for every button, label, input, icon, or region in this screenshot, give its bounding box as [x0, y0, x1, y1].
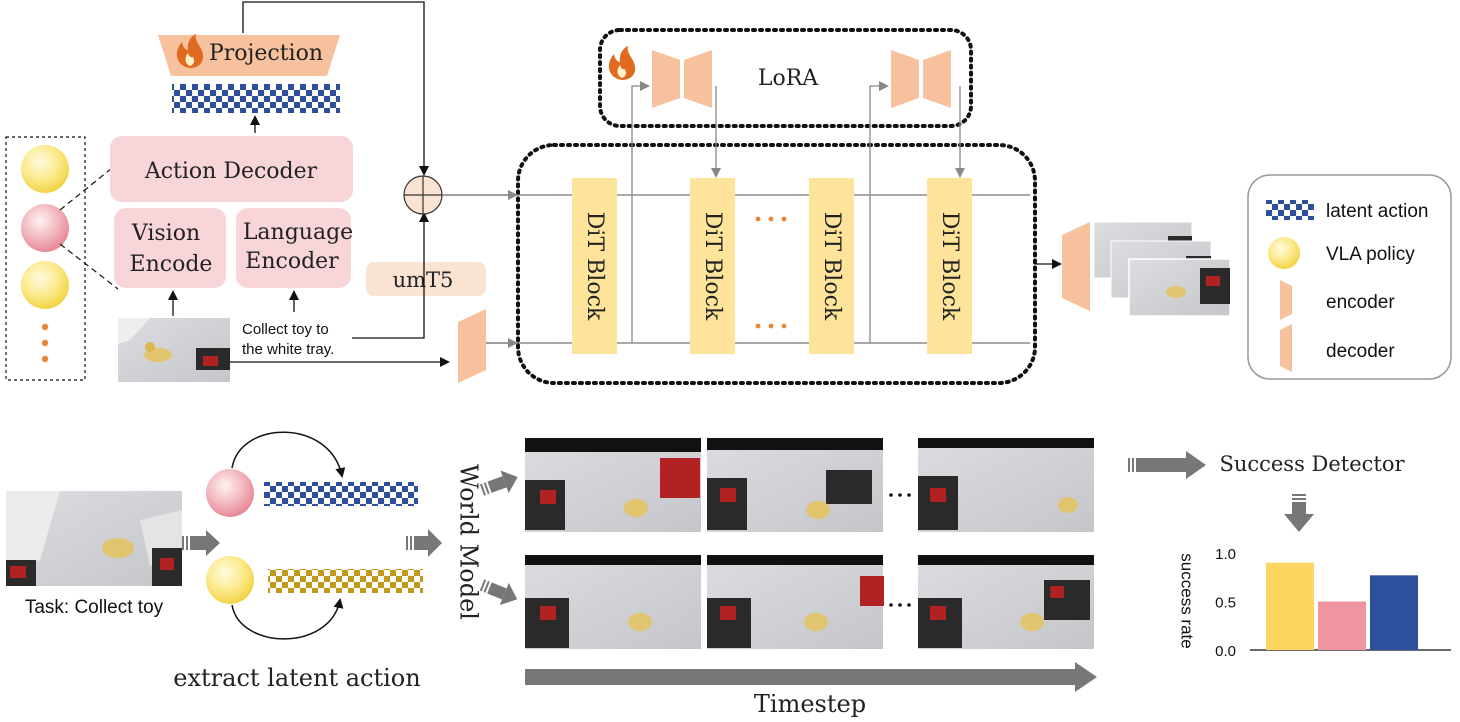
vision-encoder-label-line2: Encode: [130, 252, 213, 277]
dit-block-label: DiT Block: [582, 212, 607, 321]
policy-panel: [5, 136, 86, 381]
latent-policy-ball: [21, 204, 69, 252]
vla-policy-ball-top: [21, 145, 69, 193]
vae-encoder-block: [458, 309, 486, 383]
umt5-block: [366, 262, 486, 296]
timestep-arrow: [525, 662, 1097, 692]
gray-arrow-down: [1284, 494, 1314, 532]
chart-bar-2: [1318, 601, 1366, 650]
projection-label: Projection: [209, 41, 323, 66]
gray-arrow: [1128, 451, 1206, 479]
instruction-to-sum-arrow: [352, 212, 429, 339]
lora-adapter-left: [652, 50, 712, 108]
success-detector-label: Success Detector: [1219, 452, 1405, 476]
lora-adapter-right: [891, 50, 951, 108]
projection-block: [158, 35, 340, 76]
vision-encoder-block: [114, 208, 226, 288]
latent-policy-ball: [206, 469, 254, 517]
language-encoder-block: [236, 208, 351, 288]
legend-decoder: decoder: [1326, 341, 1395, 362]
vae-decoder-block: [1062, 222, 1090, 311]
extract-latent-label: extract latent action: [173, 664, 420, 692]
dit-block-label: DiT Block: [700, 212, 725, 321]
gray-arrow: [182, 530, 220, 556]
dit-block-label: DiT Block: [937, 212, 962, 321]
legend-encoder: encoder: [1326, 292, 1395, 313]
latent-action-strip-gold: [268, 569, 423, 593]
chart-ytick-label: 0.5: [1215, 595, 1236, 612]
task-photo: [6, 491, 182, 586]
ellipsis-dot: [41, 339, 49, 347]
ellipsis-dot: [41, 355, 49, 363]
vla-policy-ball: [206, 556, 254, 604]
lora-container: [598, 28, 973, 128]
fire-icon: [176, 34, 204, 68]
legend-vla-policy: VLA policy: [1326, 244, 1415, 265]
chart-ytick-label: 1.0: [1215, 546, 1236, 563]
instruction-text-line1: Collect toy to: [242, 321, 329, 338]
legend-latent-action: latent action: [1326, 201, 1428, 222]
gray-arrow: [479, 470, 518, 496]
gray-arrow: [479, 579, 518, 606]
dit-block-3: [809, 178, 854, 354]
frames-ellipsis-bottom: [889, 603, 911, 607]
action-decoder-block: [110, 136, 353, 202]
gray-arrow: [406, 529, 442, 557]
legend-encoder-swatch: [1280, 280, 1292, 320]
legend-vla-policy-swatch: [1268, 237, 1300, 269]
chart-bar-3: [1370, 575, 1418, 650]
ellipsis-dot: [41, 323, 49, 331]
rollout-row-top: [525, 438, 1094, 532]
dit-block-2: [690, 178, 735, 354]
dit-ellipsis-bottom: [755, 323, 787, 329]
latent-arc-bottom: [231, 598, 344, 640]
instruction-text-line2: the white tray.: [242, 341, 334, 358]
lora-label: LoRA: [758, 66, 819, 91]
dit-block-4: [927, 178, 972, 354]
legend-decoder-swatch: [1280, 324, 1292, 372]
language-encoder-label-line2: Encoder: [245, 249, 339, 274]
input-observation-photo: [118, 318, 230, 382]
fire-icon: [608, 46, 636, 80]
dit-ellipsis-top: [755, 216, 787, 222]
legend-latent-action-swatch: [1266, 200, 1314, 220]
latent-arc-top: [231, 431, 346, 478]
frames-ellipsis-top: [889, 493, 911, 497]
timestep-label: Timestep: [754, 690, 866, 718]
dit-block-label: DiT Block: [819, 212, 844, 321]
latent-action-strip: [172, 84, 340, 113]
chart-bar-1: [1266, 562, 1314, 650]
vision-encoder-label-line1: Vision: [131, 221, 200, 246]
legend-box: [1247, 174, 1452, 380]
action-decoder-label: Action Decoder: [144, 159, 318, 184]
task-label: Task: Collect toy: [25, 597, 164, 618]
dit-block-1: [572, 178, 617, 354]
vla-policy-ball-bottom: [21, 261, 69, 309]
world-model-label: World Model: [455, 464, 483, 620]
chart-ylabel: success rate: [1178, 553, 1197, 648]
generated-frames-stack: [1093, 221, 1231, 317]
latent-action-strip-blue: [264, 482, 418, 506]
rollout-row-bottom: [525, 555, 1094, 649]
chart-ytick-label: 0.0: [1215, 643, 1236, 660]
umt5-label: umT5: [393, 268, 454, 292]
projection-to-sum-arrow: [242, 1, 429, 176]
language-encoder-label-line1: Language: [243, 220, 353, 245]
success-rate-chart: success rate 1.0 0.5 0.0: [1178, 546, 1451, 660]
